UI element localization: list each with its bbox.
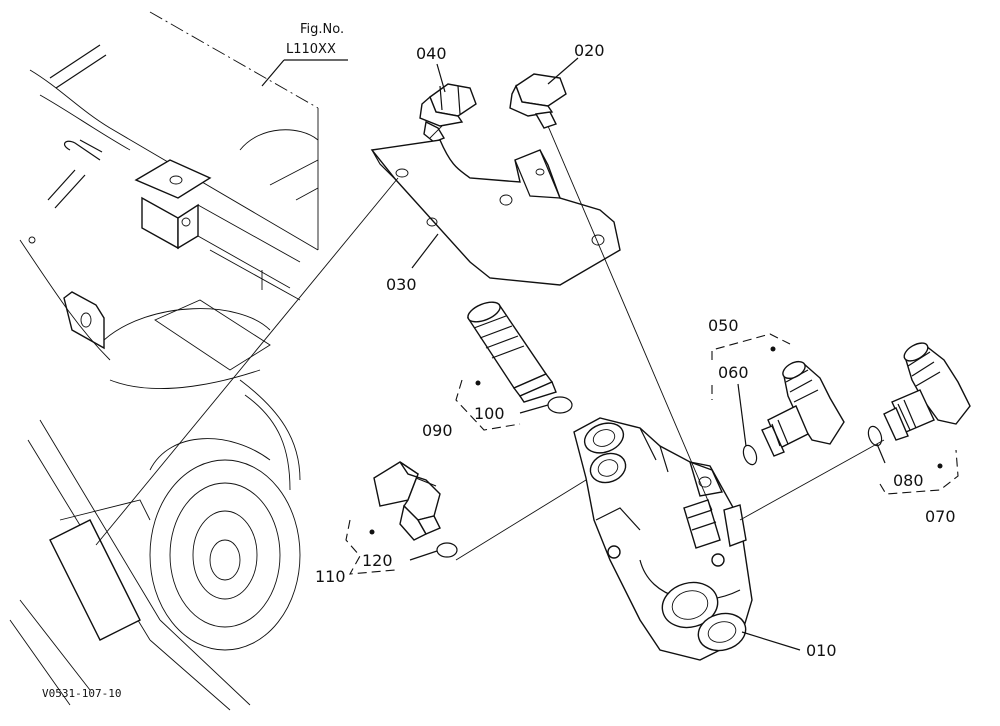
label-020: 020 (574, 41, 605, 60)
tractor-frame-background (9, 11, 319, 711)
fig-number: L110XX (286, 42, 336, 57)
drawing-code: V0531-107-10 (42, 687, 121, 700)
label-120: 120 (362, 551, 393, 570)
part-030-bracket (370, 139, 621, 286)
part-040-bolt (419, 83, 477, 143)
part-080-o-ring (867, 425, 883, 447)
fig-label: Fig.No. (300, 22, 344, 37)
part-050-elbow (761, 360, 845, 457)
part-090-fitting (466, 301, 557, 403)
part-010-valve (573, 417, 753, 661)
part-100-o-ring (547, 396, 573, 414)
assembly-lines (95, 125, 885, 561)
label-090: 090 (422, 421, 453, 440)
label-110: 110 (315, 567, 346, 586)
group-brackets (345, 333, 959, 575)
part-060-o-ring (742, 444, 758, 466)
callout-leaders (409, 57, 886, 651)
label-050: 050 (708, 316, 739, 335)
label-100: 100 (474, 404, 505, 423)
dot-070 (937, 463, 943, 469)
dot-050 (770, 346, 776, 352)
label-010: 010 (806, 641, 837, 660)
label-070: 070 (925, 507, 956, 526)
part-110-elbow (373, 461, 441, 541)
label-040: 040 (416, 44, 447, 63)
label-080: 080 (893, 471, 924, 490)
part-labels: 040 020 030 050 060 100 090 080 070 120 … (315, 41, 956, 660)
dot-110 (369, 529, 375, 535)
figure-number-block: Fig.No. L110XX (261, 22, 348, 87)
part-020-bolt (509, 73, 567, 129)
part-120-o-ring (436, 542, 458, 558)
label-060: 060 (718, 363, 749, 382)
dot-090 (475, 380, 481, 386)
fig-leader (261, 59, 285, 87)
label-030: 030 (386, 275, 417, 294)
part-070-elbow (883, 342, 971, 441)
